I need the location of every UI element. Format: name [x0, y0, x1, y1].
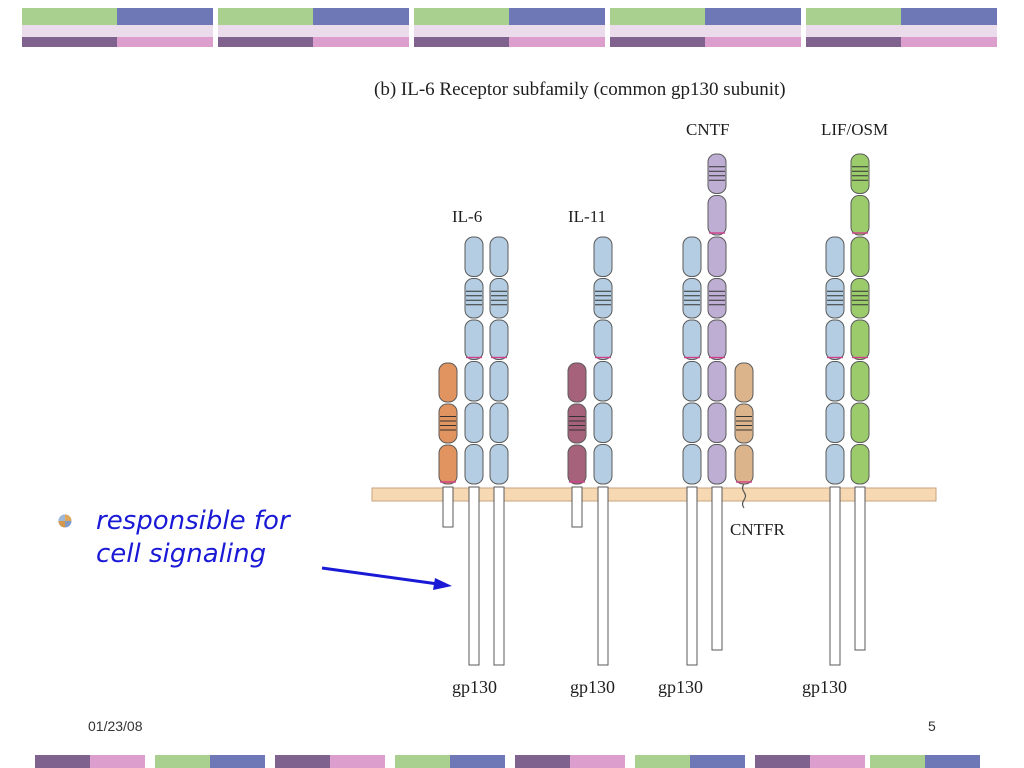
bottom-band-block [395, 755, 505, 768]
page-number: 5 [928, 718, 936, 734]
cell-membrane [371, 487, 937, 502]
top-band-block [610, 8, 801, 47]
bottom-decorative-band [35, 755, 980, 768]
lifr-chain [850, 153, 870, 651]
gp130-label-il6: gp130 [452, 677, 497, 697]
bottom-band-block [155, 755, 265, 768]
bottom-band-block [275, 755, 385, 768]
top-band-block [218, 8, 409, 47]
gp130-chain [593, 236, 613, 666]
figure-title: (b) IL-6 Receptor subfamily (common gp13… [374, 79, 786, 100]
ligand-label-il11: IL-11 [568, 207, 606, 226]
bottom-band-block [515, 755, 625, 768]
top-band-block [22, 8, 213, 47]
ligand-label-lifosm: LIF/OSM [821, 120, 888, 139]
receptor-chains [438, 153, 870, 666]
gp130-chain [464, 236, 484, 666]
gp130-chain [489, 236, 509, 666]
gp130-label-lifosm: gp130 [802, 677, 847, 697]
bottom-band-block [635, 755, 745, 768]
cntfr-anchor-squiggle [741, 483, 747, 509]
gp130-chain [825, 236, 845, 666]
bottom-band-block [755, 755, 865, 768]
top-band-block [806, 8, 997, 47]
ligand-label-il6: IL-6 [452, 207, 482, 226]
cntf-receptor-chain [707, 153, 727, 651]
gp130-label-cntf: gp130 [658, 677, 703, 697]
top-decorative-band [22, 8, 997, 47]
cntfr-chain [734, 362, 754, 485]
bullet-line-1: responsible for [96, 506, 290, 536]
footer-date: 01/23/08 [88, 718, 143, 734]
bottom-band-block [35, 755, 145, 768]
il6-receptor-chain [438, 362, 458, 528]
bullet-quadrant-icon [58, 514, 72, 528]
bullet-line-2: cell signaling [96, 539, 267, 569]
cntfr-label: CNTFR [730, 520, 785, 539]
top-band-block [414, 8, 605, 47]
il11-receptor-chain [567, 362, 587, 528]
ligand-label-cntf: CNTF [686, 120, 729, 139]
gp130-label-il11: gp130 [570, 677, 615, 697]
gp130-chain [682, 236, 702, 666]
bullet-text: responsible for cell signaling [96, 505, 290, 571]
bottom-band-block [870, 755, 980, 768]
pointer-arrow [321, 566, 452, 590]
